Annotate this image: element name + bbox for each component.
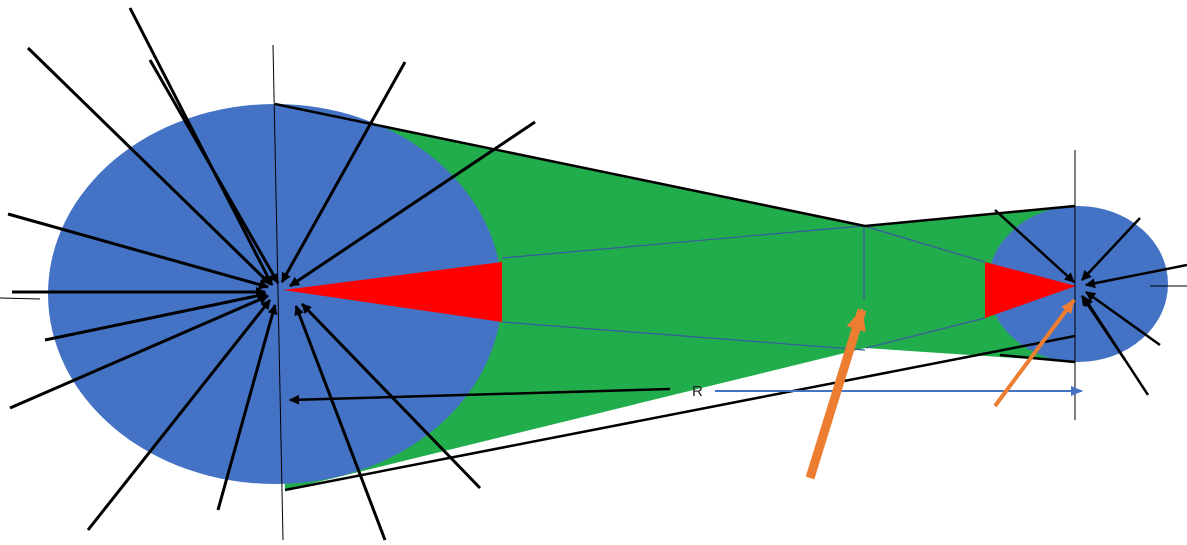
force-arrows-large (7, 7, 536, 541)
orange-arrow-small (993, 298, 1076, 408)
red-wedge-right (985, 262, 1076, 318)
highlight-arrows (805, 298, 1076, 480)
force-arrows-small (994, 209, 1187, 396)
large-blue-circle (48, 104, 502, 484)
red-wedge-left (283, 262, 502, 322)
band-outline (274, 102, 1076, 492)
orange-arrow-large (805, 308, 867, 480)
radius-arrow: R (289, 383, 1083, 405)
reference-lines (0, 44, 1187, 541)
band-guide-lines (501, 225, 986, 351)
radius-arrow-left-shaft (289, 387, 671, 405)
radius-label: R (692, 383, 703, 400)
